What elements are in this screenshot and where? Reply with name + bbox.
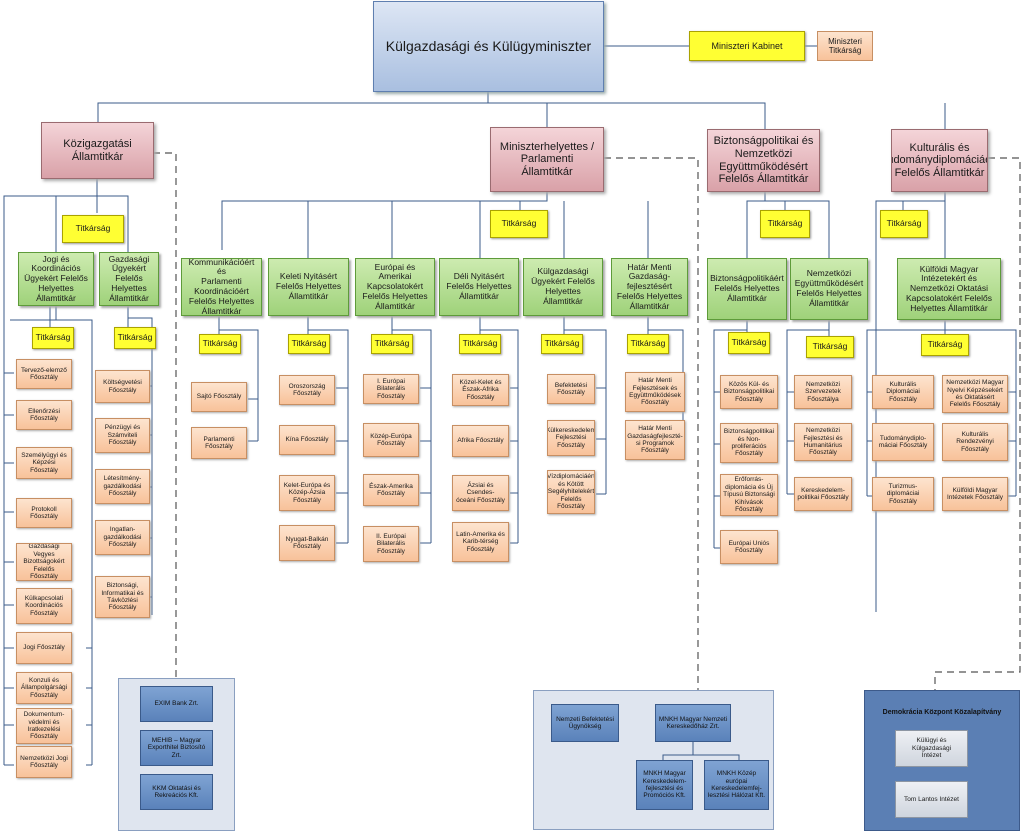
secretariat-box: Titkárság	[114, 327, 156, 349]
company-box: KKM Oktatási és Rekreációs Kft.	[140, 774, 213, 810]
deputy-box: Déli Nyitásért Felelős Helyettes Államti…	[439, 258, 519, 316]
department-box: Közel-Kelet és Észak-Afrika Főosztály	[452, 374, 509, 406]
secretariat-box: Titkárság	[541, 334, 583, 354]
department-box: Létesítmény- gazdálkodási Főosztály	[95, 469, 150, 504]
department-box: Vízdiplomáciáért és Kötött Segélyhitelek…	[547, 470, 595, 514]
secretariat-box: Titkárság	[806, 336, 854, 358]
cabinet-secretariat-box: Miniszteri Titkárság	[817, 31, 873, 61]
secretariat-box: Titkárság	[459, 334, 501, 354]
secretariat-box: Titkárság	[880, 210, 928, 238]
department-box: Kulturális Diplomáciai Főosztály	[872, 375, 934, 409]
department-box: Befektetési Főosztály	[547, 374, 595, 404]
secretariat-box: Titkárság	[199, 334, 241, 354]
deputy-international-cooperation: Nemzetközi Együttműködésért Felelős Hely…	[790, 258, 868, 320]
deputy-box: Keleti Nyitásért Felelős Helyettes Állam…	[268, 258, 349, 316]
company-box: EXIM Bank Zrt.	[140, 686, 213, 722]
secretariat-box: Titkárság	[62, 215, 124, 243]
department-box: Tudománydiplo- máciai Főosztály	[872, 423, 934, 461]
department-box: Kulturális Rendezvényi Főosztály	[942, 423, 1008, 461]
secretariat-box: Titkárság	[490, 210, 548, 238]
secretariat-box: Titkárság	[32, 327, 74, 349]
foundation-title: Demokrácia Központ Közalapítvány	[882, 709, 1002, 716]
institute-box: Külügyi és Külgazdasági Intézet	[895, 730, 968, 767]
department-box: I. Európai Bilaterális Főosztály	[363, 374, 419, 404]
department-box: Protokoll Főosztály	[16, 498, 72, 528]
deputy-box: Kommunikációért és Parlamenti Koordináci…	[181, 258, 262, 316]
state-secretary-admin: Közigazgatási Államtitkár	[41, 122, 154, 179]
department-box: Nemzetközi Fejlesztési és Humanitárius F…	[794, 423, 852, 461]
department-box: Turizmus- diplomáciai Főosztály	[872, 477, 934, 511]
company-box: MNKH Közép európai Kereskedelemfej- lesz…	[704, 760, 769, 810]
department-box: Pénzügyi és Számviteli Főosztály	[95, 418, 150, 453]
deputy-box: Külgazdasági Ügyekért Felelős Helyettes …	[523, 258, 603, 316]
department-box: Nemzetközi Jogi Főosztály	[16, 746, 72, 778]
department-box: Nemzetközi Szervezetek Főosztálya	[794, 375, 852, 409]
secretariat-box: Titkárság	[760, 210, 810, 238]
department-box: Kína Főosztály	[279, 425, 335, 455]
minister-box: Külgazdasági és Külügyminiszter	[373, 1, 604, 92]
department-box: Nemzetközi Magyar Nyelvi Képzésekért és …	[942, 375, 1008, 413]
department-box: Külföldi Magyar Intézetek Főosztály	[942, 477, 1008, 511]
department-box: Közös Kül- és Biztonságpolitikai Főosztá…	[720, 375, 778, 409]
department-box: Dokumentum- védelmi és Iratkezelési Főos…	[16, 708, 72, 744]
department-box: Észak-Amerika Főosztály	[363, 474, 419, 506]
secretariat-box: Titkárság	[288, 334, 330, 354]
department-box: Közép-Európa Főosztály	[363, 423, 419, 457]
secretariat-box: Titkárság	[921, 334, 969, 356]
department-box: Oroszország Főosztály	[279, 375, 335, 405]
department-box: Külkapcsolati Koordinációs Főosztály	[16, 588, 72, 624]
department-box: Biztonságpolitikai és Non- proliferációs…	[720, 423, 778, 463]
cabinet-box: Miniszteri Kabinet	[689, 31, 805, 61]
department-box: Gazdasági Vegyes Bizottságokért Felelős …	[16, 543, 72, 581]
state-secretary-culture: Kulturális és Tudománydiplomáciáért Fele…	[891, 129, 988, 192]
department-box: Ázsiai és Csendes- óceáni Főosztály	[452, 475, 509, 511]
deputy-admin-legal: Jogi és Koordinációs Ügyekért Felelős He…	[18, 252, 94, 306]
institute-box: Tom Lantos Intézet	[895, 781, 968, 818]
department-box: II. Európai Bilaterális Főosztály	[363, 526, 419, 562]
deputy-box: Határ Menti Gazdaság- fejlesztésért Fele…	[611, 258, 688, 316]
department-box: Európai Uniós Főosztály	[720, 530, 778, 564]
deputy-admin-econ: Gazdasági Ügyekért Felelős Helyettes Áll…	[99, 252, 159, 306]
state-secretary-security: Biztonságpolitikai és Nemzetközi Együttm…	[707, 129, 820, 192]
company-box: MEHIB – Magyar Exporthitel Biztosító Zrt…	[140, 730, 213, 766]
department-box: Külkereskedelem Fejlesztési Főosztály	[547, 420, 595, 456]
department-box: Kelet-Európa és Közép-Ázsia Főosztály	[279, 475, 335, 511]
secretariat-box: Titkárság	[627, 334, 669, 354]
state-secretary-parliamentary: Miniszterhelyettes / Parlamenti Államtit…	[490, 127, 604, 192]
department-box: Kereskedelem- politikai Főosztály	[794, 477, 852, 511]
department-box: Határ Menti Fejlesztések és Együttműködé…	[625, 372, 685, 412]
company-box: Nemzeti Befektetési Ügynökség	[551, 704, 619, 742]
department-box: Sajtó Főosztály	[191, 382, 247, 412]
department-box: Jogi Főosztály	[16, 632, 72, 664]
department-box: Erőforrás- diplomácia és Új Típusú Bizto…	[720, 474, 778, 516]
department-box: Tervező-elemző Főosztály	[16, 359, 72, 389]
department-box: Konzuli és Állampolgársági Főosztály	[16, 672, 72, 704]
department-box: Határ Menti Gazdaságfejleszté- si Progra…	[625, 420, 685, 460]
department-box: Személyügyi és Képzési Főosztály	[16, 447, 72, 479]
deputy-culture: Külföldi Magyar Intézetekért és Nemzetkö…	[897, 258, 1001, 320]
department-box: Ellenőrzési Főosztály	[16, 400, 72, 430]
company-box: MNKH Magyar Kereskedelem- fejlesztési és…	[636, 760, 693, 810]
deputy-box: Európai és Amerikai Kapcsolatokért Felel…	[355, 258, 435, 316]
deputy-security-policy: Biztonságpolitikáért Felelős Helyettes Á…	[707, 258, 787, 320]
company-box: MNKH Magyar Nemzeti Kereskedőház Zrt.	[655, 704, 731, 742]
secretariat-box: Titkárság	[728, 332, 770, 354]
department-box: Biztonsági, Informatikai és Távközlési F…	[95, 576, 150, 618]
department-box: Parlamenti Főosztály	[191, 427, 247, 459]
department-box: Nyugat-Balkán Főosztály	[279, 525, 335, 561]
department-box: Ingatlan- gazdálkodási Főosztály	[95, 520, 150, 555]
secretariat-box: Titkárság	[371, 334, 413, 354]
department-box: Költségvetési Főosztály	[95, 370, 150, 403]
department-box: Afrika Főosztály	[452, 425, 509, 457]
department-box: Latin-Amerika és Karib-térség Főosztály	[452, 522, 509, 562]
